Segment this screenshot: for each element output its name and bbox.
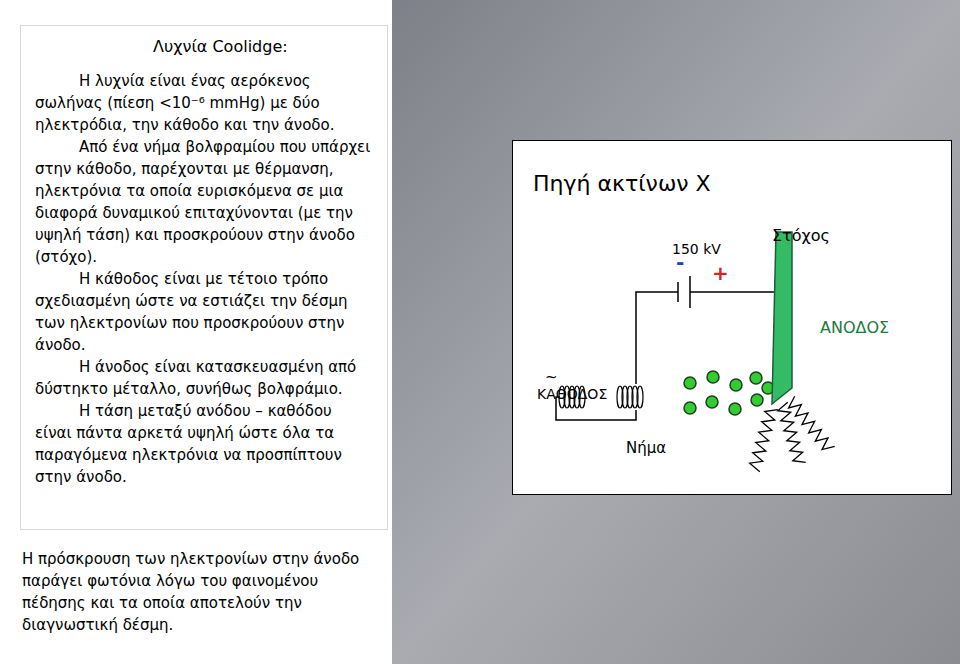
minus-sign: - — [676, 250, 684, 274]
paragraph: Η λυχνία είναι ένας αερόκενος σωλήνας (π… — [35, 70, 373, 136]
paragraph: Η τάση μεταξύ ανόδου – καθόδου είναι πάν… — [35, 400, 373, 488]
paragraph: Η άνοδος είναι κατασκευασμένη από δύστηκ… — [35, 356, 373, 400]
ac-symbol: ~ — [545, 368, 558, 386]
source-box-fill — [512, 140, 952, 495]
electron-dots — [684, 371, 774, 415]
paragraph: Από ένα νήμα βολφραμίου που υπάρχει στην… — [35, 136, 373, 268]
panel-title: Πηγή ακτίνων X — [533, 171, 931, 196]
anode-target — [772, 232, 792, 404]
note-paragraph: Η πρόσκρουση των ηλεκτρονίων στην άνοδο … — [22, 548, 382, 636]
x-ray-waves — [750, 396, 835, 471]
paragraph: Η κάθοδος είναι με τέτοιο τρόπο σχεδιασμ… — [35, 268, 373, 356]
source-box: Πηγή ακτίνων X — [512, 140, 952, 495]
grey-ground — [392, 0, 960, 664]
target-label: Στόχος — [772, 226, 830, 245]
cathode-label: ΚΑΘΟΔΟΣ — [537, 386, 607, 402]
text-panel: Λυχνία Coolidge: Η λυχνία είναι ένας αερό… — [20, 25, 388, 530]
anode-label: ΑΝΟΔΟΣ — [820, 318, 889, 337]
plus-sign: + — [712, 261, 729, 285]
filament-label: Νήμα — [626, 439, 666, 457]
panel-title: Λυχνία Coolidge: — [35, 36, 373, 58]
